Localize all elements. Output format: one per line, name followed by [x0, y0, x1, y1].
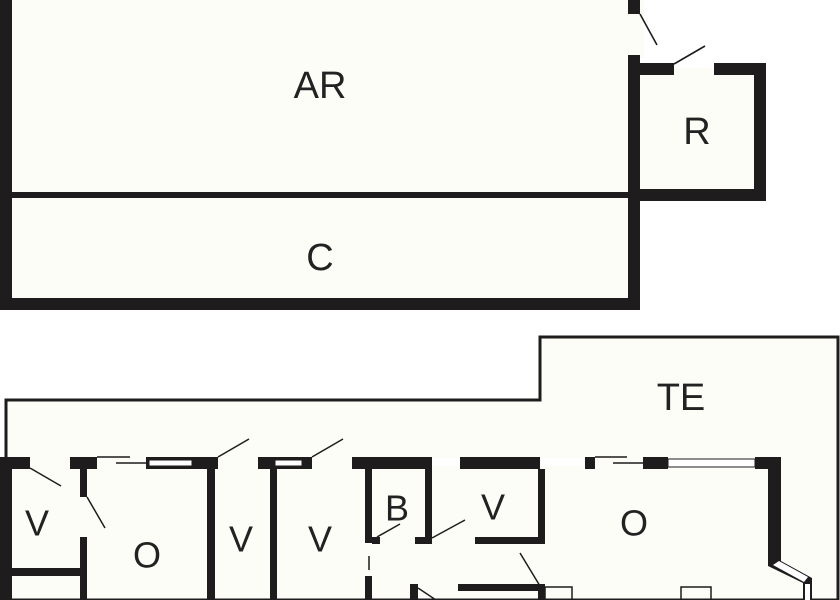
room-label-ar: AR: [294, 65, 347, 107]
door-swing: [673, 45, 706, 65]
storage-floor: [636, 68, 762, 196]
room-label-c: C: [306, 237, 333, 279]
wall-right: [628, 55, 640, 310]
room-label-v3: V: [308, 519, 332, 560]
room-label-o1: O: [133, 535, 161, 576]
room-label-b: B: [385, 488, 409, 529]
window: [432, 458, 460, 466]
wall-ar-c: [12, 192, 628, 198]
wall-r-right: [754, 63, 766, 201]
room-label-v2: V: [229, 519, 253, 560]
room-label-v1: V: [25, 503, 49, 544]
window: [541, 458, 585, 466]
lower-building: TE V O V V B V O: [0, 335, 840, 600]
room-label-r: R: [683, 111, 710, 153]
wall-left-lower: [0, 457, 12, 600]
window: [274, 459, 303, 467]
room-label-o2: O: [620, 503, 648, 544]
upper-floor: [6, 0, 636, 306]
room-label-te: TE: [657, 377, 706, 419]
wall-bottom: [0, 298, 640, 310]
upper-building: AR C R: [0, 0, 766, 310]
window: [667, 458, 756, 468]
wall-r-bottom: [640, 189, 766, 201]
wall-left: [0, 0, 12, 310]
window: [148, 459, 193, 467]
door-swing: [639, 13, 658, 46]
wall-right-top: [628, 0, 640, 14]
room-label-v4: V: [481, 487, 505, 528]
